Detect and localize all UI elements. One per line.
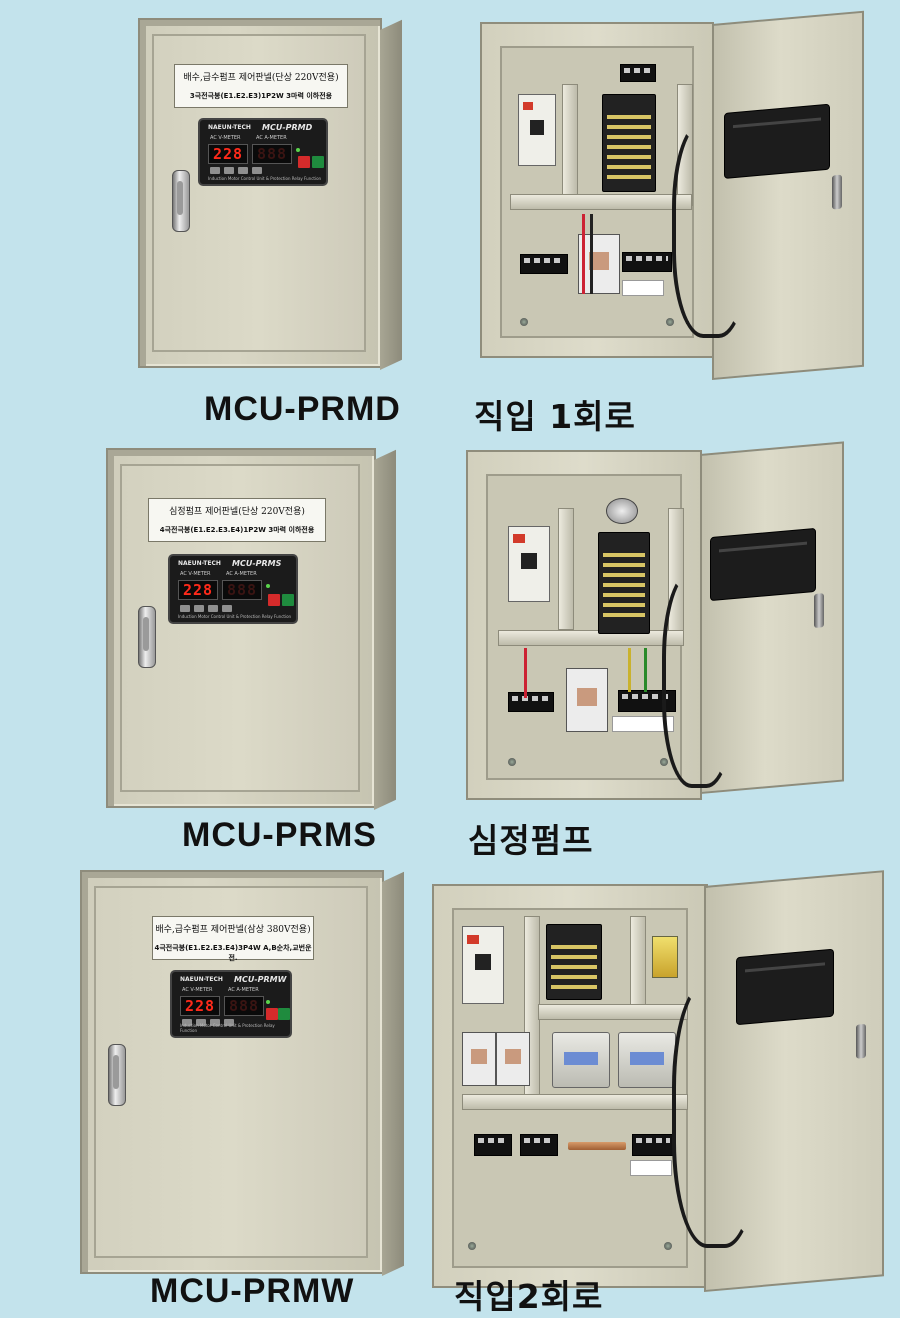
start-button [282, 594, 294, 606]
transformer [552, 1032, 610, 1088]
start-button [278, 1008, 290, 1020]
closed-cabinet: 심정펌프 제어판넬(단상 220V전용) 4극전극봉(E1.E2.E3.E4)1… [106, 448, 396, 810]
door-mounted-device [710, 527, 816, 602]
mounting-plate [486, 474, 682, 780]
start-button [312, 156, 324, 168]
model-caption: MCU-PRMW [150, 1272, 355, 1310]
terminal-block [508, 692, 554, 712]
nameplate: 배수,급수펌프 제어판넬(단상 220V전용) 3극전극봉(E1.E2.E3)1… [174, 64, 348, 108]
mounting-plate [500, 46, 694, 338]
magnetic-contactor [462, 1032, 496, 1086]
open-cabinet [480, 22, 714, 358]
closed-cabinet: 배수,급수펌프 제어판넬(삼상 380V전용) 4극전극봉(E1.E2.E3.E… [80, 870, 404, 1276]
open-cabinet [432, 884, 708, 1288]
nameplate: 배수,급수펌프 제어판넬(삼상 380V전용) 4극전극봉(E1.E2.E3.E… [152, 916, 314, 962]
current-display: 888 [224, 996, 264, 1016]
controller-panel: NAEUN-TECH MCU-PRMD AC V-METER AC A-METE… [198, 118, 328, 186]
magnetic-contactor [578, 234, 620, 294]
alarm-dome [606, 498, 638, 524]
controller-panel: NAEUN-TECH MCU-PRMS AC V-METER AC A-METE… [168, 554, 298, 624]
product-mcu-prmw: 배수,급수펌프 제어판넬(삼상 380V전용) 4극전극봉(E1.E2.E3.E… [0, 860, 900, 1316]
voltage-display: 228 [178, 580, 218, 600]
protection-relay [602, 94, 656, 192]
control-cable [672, 120, 750, 338]
circuit-breaker [462, 926, 504, 1004]
type-caption: 심정펌프 [468, 821, 594, 860]
status-led [296, 148, 300, 152]
magnetic-contactor [566, 668, 608, 732]
voltage-display: 228 [208, 144, 248, 164]
door-handle [108, 1044, 126, 1106]
transformer [618, 1032, 676, 1088]
stop-button [268, 594, 280, 606]
stop-button [266, 1008, 278, 1020]
product-mcu-prmd: 배수,급수펌프 제어판넬(단상 220V전용) 3극전극봉(E1.E2.E3)1… [0, 0, 900, 440]
protection-relay [598, 532, 650, 634]
protection-relay [546, 924, 602, 1000]
busbar [568, 1142, 626, 1150]
current-display: 888 [252, 144, 292, 164]
control-cable [672, 980, 760, 1248]
magnetic-contactor [496, 1032, 530, 1086]
circuit-breaker [518, 94, 556, 166]
status-led [266, 584, 270, 588]
float-switch-box [652, 936, 678, 978]
terminal-block [474, 1134, 512, 1156]
model-caption: MCU-PRMD [204, 390, 401, 428]
stop-button [298, 156, 310, 168]
model-caption: MCU-PRMS [182, 816, 377, 854]
door-handle [172, 170, 190, 232]
open-cabinet [466, 450, 702, 800]
terminal-block [520, 254, 568, 274]
terminal-block [632, 1134, 674, 1156]
type-caption: 직입2회로 [454, 1277, 604, 1316]
product-mcu-prms: 심정펌프 제어판넬(단상 220V전용) 4극전극봉(E1.E2.E3.E4)1… [0, 440, 900, 870]
voltage-display: 228 [180, 996, 220, 1016]
current-display: 888 [222, 580, 262, 600]
terminal-block [622, 252, 672, 272]
circuit-breaker [508, 526, 550, 602]
closed-cabinet: 배수,급수펌프 제어판넬(단상 220V전용) 3극전극봉(E1.E2.E3)1… [138, 18, 402, 370]
terminal-block [520, 1134, 558, 1156]
type-caption: 직입 1회로 [474, 397, 636, 436]
nameplate: 심정펌프 제어판넬(단상 220V전용) 4극전극봉(E1.E2.E3.E4)1… [148, 498, 326, 542]
door-handle [138, 606, 156, 668]
control-cable [662, 570, 736, 788]
controller-panel: NAEUN-TECH MCU-PRMW AC V-METER AC A-METE… [170, 970, 292, 1038]
status-led [266, 1000, 270, 1004]
